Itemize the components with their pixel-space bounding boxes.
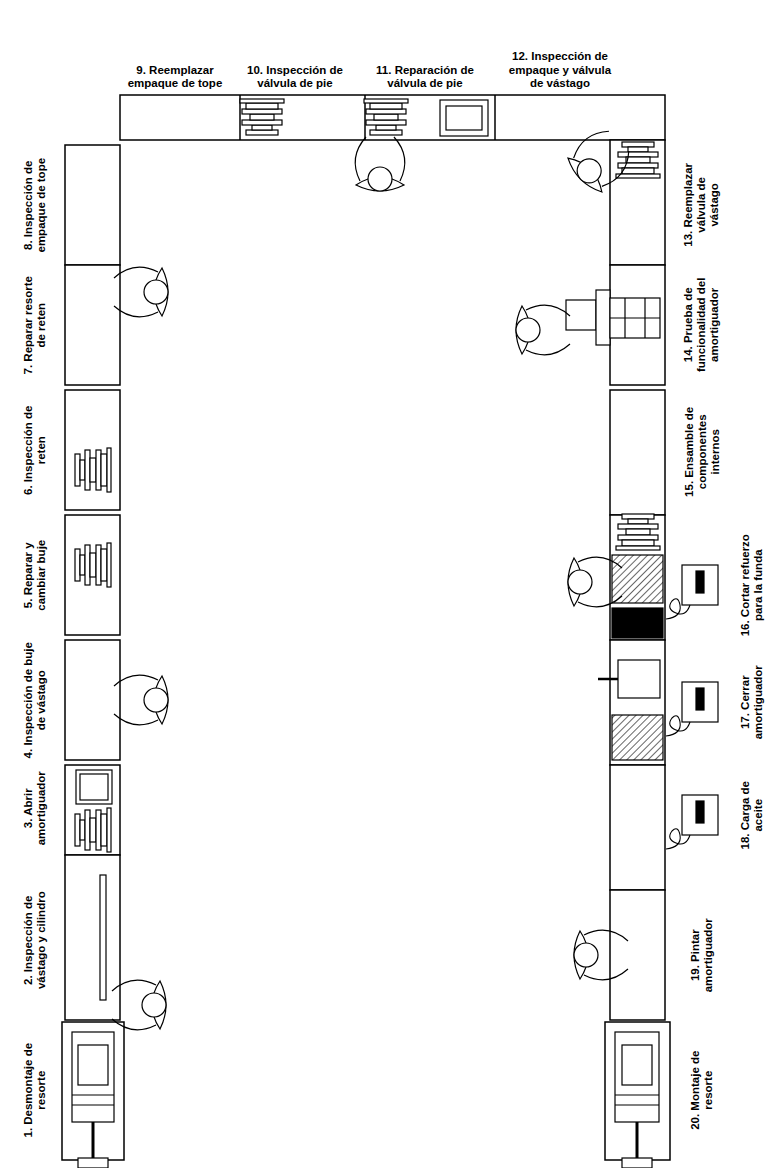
station-label: 2. Inspección de vástago y cilindro bbox=[22, 880, 48, 1000]
station-label: 8. Inspección de empaque de tope bbox=[22, 150, 48, 260]
station-label: 17. Cerrar amortiguador bbox=[739, 652, 765, 752]
station-label: 12. Inspección de empaque y válvula de v… bbox=[508, 50, 613, 90]
station-label: 16. Cortar refuerzo para la funda bbox=[739, 528, 765, 643]
equipment bbox=[72, 99, 718, 1168]
station-label: 3. Abrir amortiguador bbox=[22, 761, 48, 856]
workstation-tables bbox=[62, 95, 670, 1160]
station-label: 13. Reemplazar válvula de vástago bbox=[682, 155, 722, 255]
station-label: 11. Reparación de válvula de pie bbox=[375, 64, 475, 90]
operators bbox=[112, 124, 636, 1030]
station-label: 15. Ensamble de componentes internos bbox=[682, 400, 722, 505]
station-label: 18. Carga de aceite bbox=[739, 773, 765, 858]
station-label: 5. Reparar y cambiar buje bbox=[22, 520, 48, 630]
station-label: 6. Inspección de reten bbox=[22, 400, 48, 500]
station-label: 9. Reemplazar empaque de tope bbox=[123, 64, 228, 90]
station-label: 19. Pintar amortiguador bbox=[689, 905, 715, 1005]
station-label: 10. Inspección de válvula de pie bbox=[245, 64, 345, 90]
station-label: 14. Prueba de funcionalidad del amortigu… bbox=[682, 275, 722, 375]
station-label: 7. Reparar resorte de reten bbox=[22, 270, 48, 380]
station-label: 20. Montaje de resorte bbox=[689, 1040, 715, 1140]
station-label: 4. Inspección de buje de vástago bbox=[22, 640, 48, 760]
station-label: 1. Desmontaje de resorte bbox=[22, 1028, 48, 1153]
